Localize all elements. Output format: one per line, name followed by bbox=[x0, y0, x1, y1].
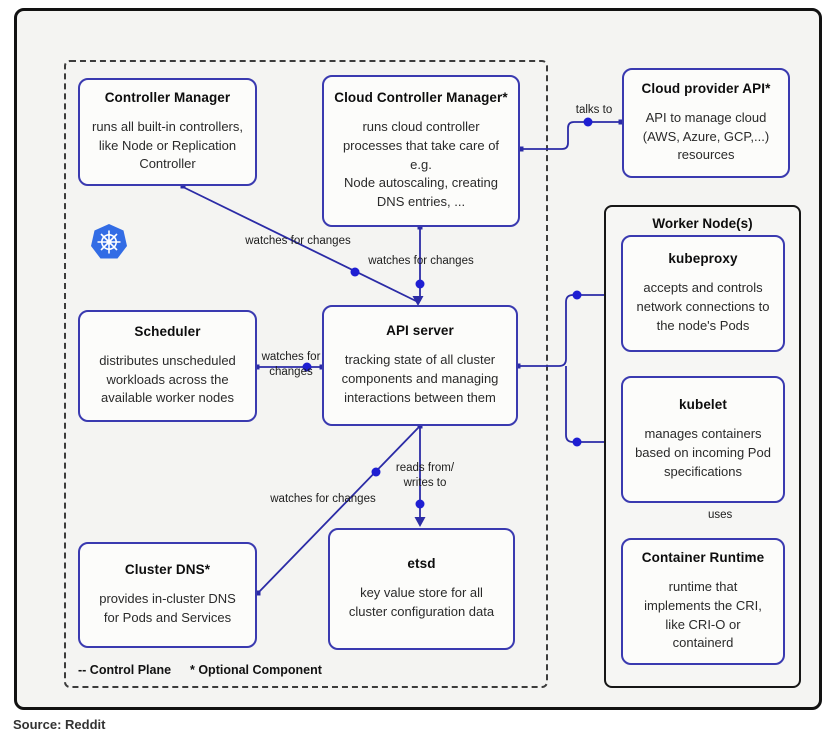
kubeproxy-node: kubeproxy accepts and controls network c… bbox=[621, 235, 785, 352]
cluster-dns-title: Cluster DNS* bbox=[124, 562, 211, 578]
controller-manager-title: Controller Manager bbox=[104, 89, 231, 105]
container-runtime-title: Container Runtime bbox=[641, 549, 765, 565]
scheduler-description: distributes unscheduled workloads across… bbox=[99, 352, 236, 406]
edge-label-watches-scheduler: watches for changes bbox=[256, 350, 326, 380]
edge-label-watches-cluster-dns: watches for changes bbox=[270, 493, 376, 505]
container-runtime-node: Container Runtime runtime that implement… bbox=[621, 538, 785, 665]
edge-label-reads-writes: reads from/ writes to bbox=[384, 461, 466, 491]
edge-label-reads-writes-line1: reads from/ bbox=[395, 462, 455, 474]
cluster-dns-node: Cluster DNS* provides in-cluster DNS for… bbox=[78, 542, 257, 648]
source-caption: Source: Reddit bbox=[13, 717, 106, 732]
scheduler-node: Scheduler distributes unscheduled worklo… bbox=[78, 310, 257, 422]
cloud-controller-manager-title: Cloud Controller Manager* bbox=[334, 89, 508, 105]
cluster-dns-description: provides in-cluster DNS for Pods and Ser… bbox=[99, 591, 236, 625]
cloud-provider-api-title: Cloud provider API* bbox=[641, 80, 771, 96]
kubelet-title: kubelet bbox=[679, 397, 727, 413]
edge-label-watches-scheduler-line1: watches for bbox=[261, 351, 321, 363]
kubeproxy-description: accepts and controls network connections… bbox=[636, 280, 770, 333]
api-server-node: API server tracking state of all cluster… bbox=[322, 305, 518, 426]
edge-label-watches-controller-manager: watches for changes bbox=[245, 235, 351, 247]
legend-control-plane: -- Control Plane bbox=[78, 663, 172, 677]
scheduler-title: Scheduler bbox=[134, 323, 201, 339]
edge-label-watches-scheduler-line2: changes bbox=[269, 366, 313, 378]
control-plane-boundary bbox=[64, 60, 548, 688]
edge-label-uses: uses bbox=[708, 509, 733, 521]
cloud-provider-api-node: Cloud provider API* API to manage cloud … bbox=[622, 68, 790, 178]
edge-label-watches-cloud-controller-manager: watches for changes bbox=[368, 255, 474, 267]
cloud-controller-manager-description: runs cloud controller processes that tak… bbox=[342, 118, 500, 210]
api-server-title: API server bbox=[386, 323, 454, 339]
edge-label-reads-writes-line2: writes to bbox=[403, 477, 447, 489]
cloud-provider-api-description: API to manage cloud (AWS, Azure, GCP,...… bbox=[642, 109, 770, 163]
cloud-controller-manager-node: Cloud Controller Manager* runs cloud con… bbox=[322, 75, 520, 227]
controller-manager-node: Controller Manager runs all built-in con… bbox=[78, 78, 257, 186]
etsd-node: etsd key value store for all cluster con… bbox=[328, 528, 515, 650]
legend-optional-component: * Optional Component bbox=[190, 663, 322, 677]
controller-manager-description: runs all built-in controllers, like Node… bbox=[91, 118, 243, 172]
container-runtime-description: runtime that implements the CRI, like CR… bbox=[644, 578, 762, 651]
kubelet-description: manages containers based on incoming Pod… bbox=[635, 426, 771, 479]
kubeproxy-title: kubeproxy bbox=[668, 251, 738, 267]
etsd-title: etsd bbox=[407, 556, 436, 572]
etsd-description: key value store for all cluster configur… bbox=[348, 585, 495, 619]
kubelet-node: kubelet manages containers based on inco… bbox=[621, 376, 785, 503]
worker-node-title: Worker Node(s) bbox=[652, 216, 753, 231]
api-server-description: tracking state of all cluster components… bbox=[341, 352, 499, 405]
edge-label-talks-to: talks to bbox=[575, 104, 613, 116]
kubernetes-logo-icon bbox=[91, 224, 127, 259]
